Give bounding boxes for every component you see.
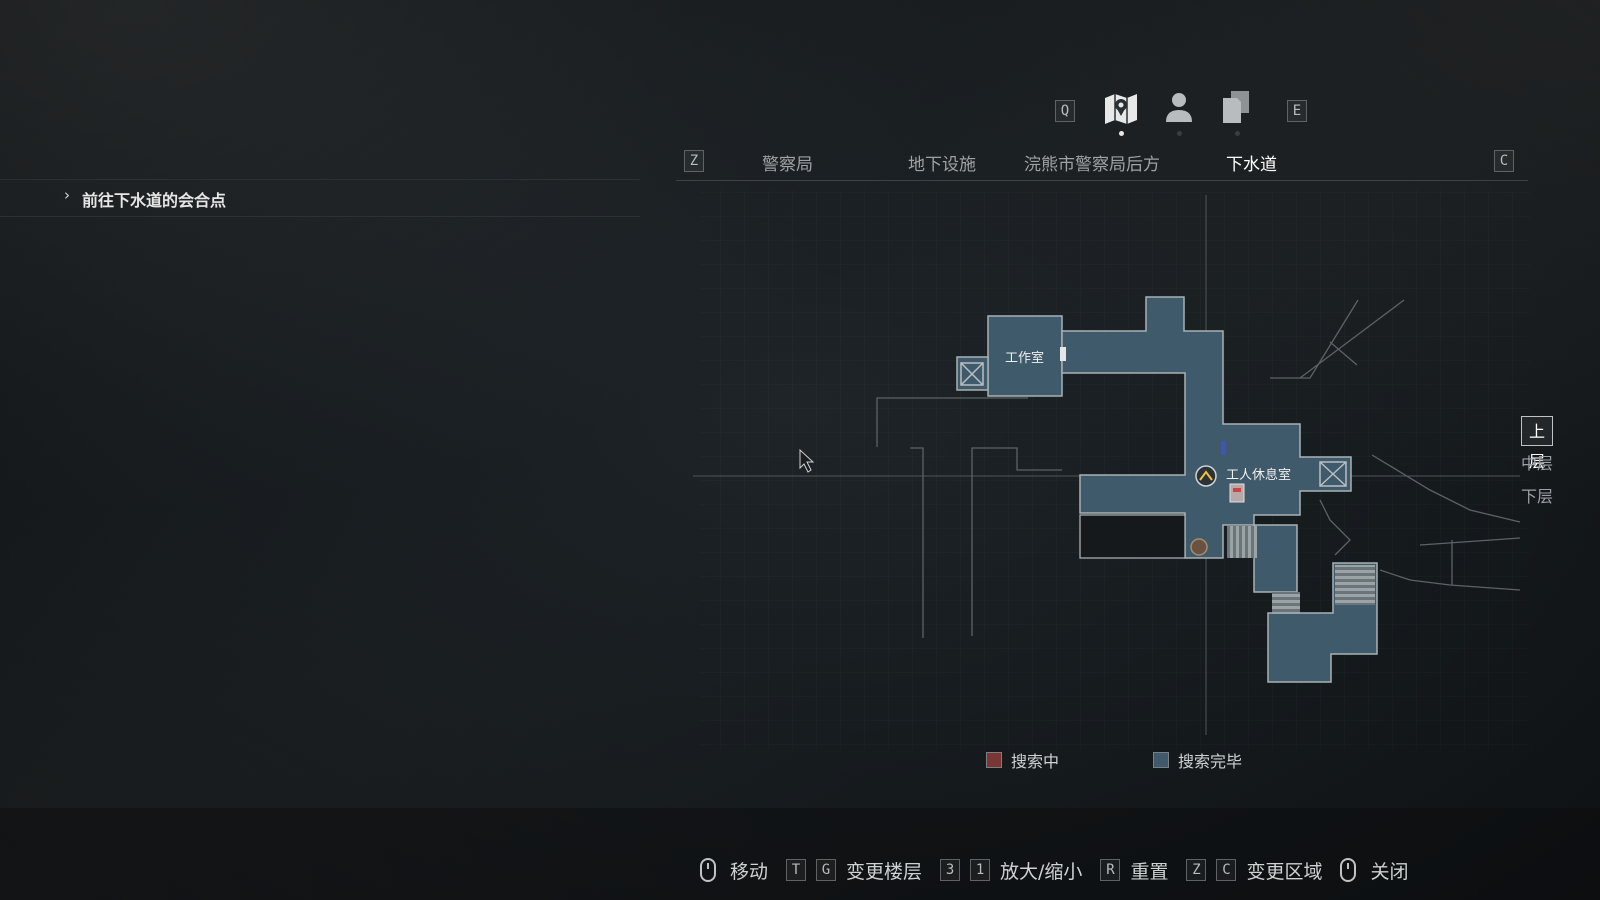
close-label[interactable]: 关闭 xyxy=(1370,860,1409,883)
move-label: 移动 xyxy=(730,860,769,883)
room-label-workshop: 工作室 xyxy=(1005,350,1044,366)
prev-area-key[interactable]: Z xyxy=(684,150,704,172)
player-direction-icon xyxy=(1199,470,1213,481)
room-label-break-room: 工人休息室 xyxy=(1226,467,1291,483)
mouse-move-icon xyxy=(700,858,716,882)
change-floor-label: 变更楼层 xyxy=(846,860,923,883)
inactive-indicator xyxy=(1235,131,1240,136)
item-icon[interactable] xyxy=(1190,538,1208,556)
floor-middle[interactable]: 中层 xyxy=(1521,454,1554,473)
legend-label: 搜索中 xyxy=(1011,752,1060,771)
zoom-label: 放大/缩小 xyxy=(1000,860,1083,883)
zoom-out-key[interactable]: 1 xyxy=(970,859,991,881)
objective-text: 前往下水道的会合点 xyxy=(82,191,227,210)
locked-door-icon xyxy=(1319,461,1347,487)
stairs xyxy=(1227,526,1257,558)
player-marker-icon xyxy=(1195,465,1217,487)
floor-lower[interactable]: 下层 xyxy=(1521,487,1554,506)
files-icon[interactable] xyxy=(1217,88,1257,136)
legend-searched: 搜索完毕 xyxy=(1153,748,1242,772)
area-tabs: Z 警察局 地下设施 浣熊市警察局后方 下水道 C xyxy=(676,146,1528,181)
legend-searching: 搜索中 xyxy=(986,748,1059,772)
door-marker xyxy=(1221,441,1226,455)
explored-rooms xyxy=(956,296,1378,683)
unexplored-corridors xyxy=(876,299,1521,638)
floor-down-key[interactable]: G xyxy=(816,859,837,881)
zoom-in-key[interactable]: 3 xyxy=(940,859,961,881)
stairs xyxy=(1272,592,1300,614)
reset-key[interactable]: R xyxy=(1100,859,1121,881)
unexplored-room xyxy=(1079,514,1186,559)
chevron-right-icon: › xyxy=(64,186,70,204)
profile-icon[interactable] xyxy=(1159,88,1199,136)
floor-up-key[interactable]: T xyxy=(786,859,807,881)
area-prev-key[interactable]: Z xyxy=(1186,859,1207,881)
door-marker xyxy=(1060,347,1066,361)
tab-sewers[interactable]: 下水道 xyxy=(1226,155,1277,175)
tab-underground-facility[interactable]: 地下设施 xyxy=(908,155,976,175)
floor-selector: 上层 中层 下层 xyxy=(1521,416,1555,515)
next-section-key[interactable]: E xyxy=(1287,100,1307,122)
map-icon[interactable] xyxy=(1101,88,1141,136)
item-icon[interactable] xyxy=(1229,483,1245,503)
searching-swatch xyxy=(986,752,1002,768)
next-area-key[interactable]: C xyxy=(1494,150,1514,172)
tab-police-station[interactable]: 警察局 xyxy=(762,155,813,175)
controls-hint-bar: 移动 T G 变更楼层 3 1 放大/缩小 R 重置 Z C 变更区域 关闭 xyxy=(700,855,1426,885)
inactive-indicator xyxy=(1177,131,1182,136)
map-grid xyxy=(700,190,1530,750)
reset-label: 重置 xyxy=(1130,860,1169,883)
area-next-key[interactable]: C xyxy=(1216,859,1237,881)
mouse-right-click-icon xyxy=(1340,858,1357,882)
item-detail xyxy=(1233,488,1241,492)
top-navigation: Q E xyxy=(1055,88,1311,140)
stairs xyxy=(1335,565,1375,605)
legend-label: 搜索完毕 xyxy=(1178,752,1243,771)
prev-section-key[interactable]: Q xyxy=(1055,100,1075,122)
active-indicator xyxy=(1119,131,1124,136)
locked-door-icon xyxy=(960,362,984,386)
bottom-bar xyxy=(0,808,1600,900)
change-area-label: 变更区域 xyxy=(1246,860,1323,883)
objective-row[interactable]: › 前往下水道的会合点 xyxy=(0,179,640,217)
tab-rpd-rear[interactable]: 浣熊市警察局后方 xyxy=(1024,155,1160,175)
floor-upper[interactable]: 上层 xyxy=(1521,416,1553,471)
mouse-cursor-icon xyxy=(799,448,815,473)
searched-swatch xyxy=(1153,752,1169,768)
